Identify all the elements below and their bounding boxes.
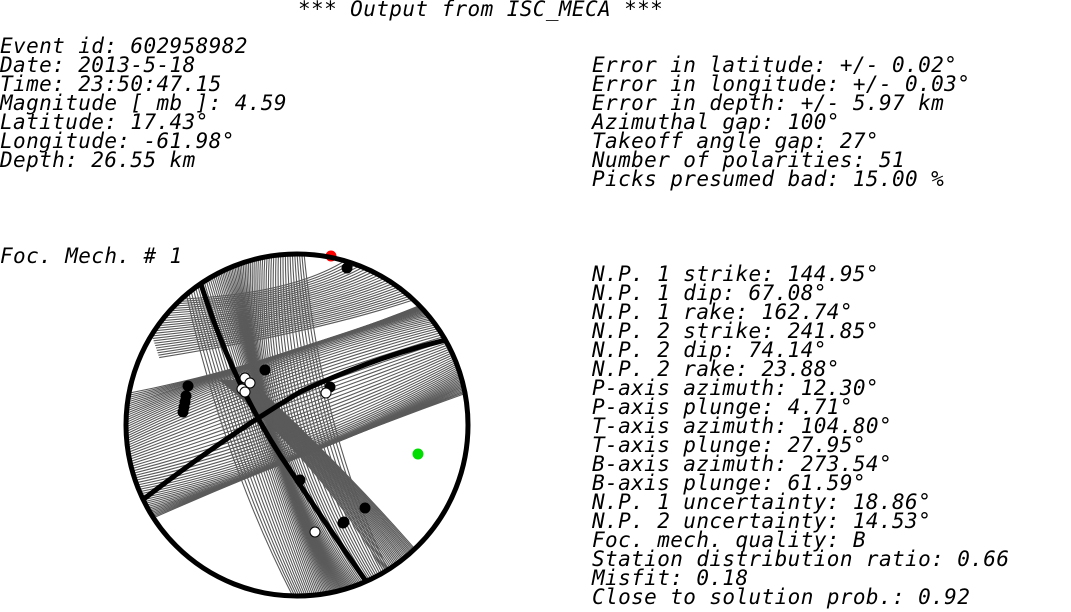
family-nodal-plane: [126, 334, 468, 466]
b-axis-azimuth: B-axis azimuth: 273.54°: [592, 452, 892, 476]
family-nodal-plane: [300, 254, 407, 596]
family-nodal-plane: [126, 319, 468, 447]
azimuthal-gap: Azimuthal gap: 100°: [592, 110, 840, 134]
t-axis-plunge: T-axis plunge: 27.95°: [592, 433, 866, 457]
p-axis-plunge: P-axis plunge: 4.71°: [592, 395, 853, 419]
family-nodal-plane: [257, 254, 372, 596]
np1-strike: N.P. 1 strike: 144.95°: [592, 262, 879, 286]
family-nodal-plane: [259, 254, 374, 596]
event-date: Date: 2013-5-18: [0, 53, 196, 77]
family-nodal-plane: [185, 254, 310, 596]
picks-presumed-bad: Picks presumed bad: 15.00 %: [592, 167, 945, 191]
family-nodal-plane: [204, 254, 327, 596]
focal-mechanism-stereonet: [123, 250, 471, 599]
number-of-polarities: Number of polarities: 51: [592, 148, 906, 172]
np1-rake: N.P. 1 rake: 162.74°: [592, 300, 853, 324]
compression-station: [337, 517, 349, 529]
family-nodal-plane: [295, 254, 404, 596]
page-title: *** Output from ISC_MECA ***: [298, 0, 664, 21]
family-nodal-plane: [196, 254, 319, 596]
family-nodal-plane: [180, 254, 306, 596]
nodal-plane-family: [126, 254, 468, 596]
family-nodal-plane: [289, 254, 398, 596]
family-nodal-plane: [183, 254, 308, 596]
b-axis-plunge: B-axis plunge: 61.59°: [592, 471, 866, 495]
family-nodal-plane: [143, 257, 379, 313]
compression-station: [294, 474, 306, 486]
family-nodal-plane: [126, 314, 468, 440]
event-depth: Depth: 26.55 km: [0, 148, 196, 172]
family-nodal-plane: [126, 316, 468, 443]
t-axis-marker: [412, 448, 424, 460]
family-nodal-plane: [293, 254, 402, 596]
family-nodal-plane: [150, 270, 408, 332]
focal-mechanism-label: Foc. Mech. # 1: [0, 244, 183, 268]
np2-dip: N.P. 2 dip: 74.14°: [592, 338, 827, 362]
family-nodal-plane: [200, 254, 323, 596]
family-nodal-plane: [146, 262, 390, 320]
event-latitude: Latitude: 17.43°: [0, 110, 209, 134]
family-nodal-plane: [287, 254, 396, 596]
family-nodal-plane: [198, 254, 321, 596]
family-nodal-plane: [126, 336, 468, 468]
family-nodal-plane: [147, 263, 393, 323]
family-nodal-plane: [202, 254, 325, 596]
best-nodal-planes: [134, 257, 468, 596]
event-magnitude: Magnitude [ mb ]: 4.59: [0, 91, 287, 115]
family-nodal-plane: [142, 254, 372, 308]
misfit: Misfit: 0.18: [592, 566, 749, 590]
dilatation-station: [320, 387, 332, 399]
event-time: Time: 23:50:47.15: [0, 72, 222, 96]
np1-uncertainty: N.P. 1 uncertainty: 18.86°: [592, 490, 932, 514]
dilatation-station: [239, 386, 251, 398]
np2-uncertainty: N.P. 2 uncertainty: 14.53°: [592, 509, 932, 533]
family-nodal-plane: [151, 273, 415, 337]
family-nodal-plane: [193, 254, 318, 596]
family-nodal-plane: [149, 268, 404, 330]
event-longitude: Longitude: -61.98°: [0, 129, 235, 153]
family-nodal-plane: [126, 317, 468, 445]
event-id: Event id: 602958982: [0, 34, 248, 58]
family-nodal-plane: [145, 260, 386, 318]
t-axis-azimuth: T-axis azimuth: 104.80°: [592, 414, 892, 438]
close-to-solution-prob: Close to solution prob.: 0.92: [592, 585, 971, 609]
family-nodal-plane: [126, 325, 468, 454]
dilatation-station: [244, 377, 256, 389]
station-polarities: [177, 250, 424, 538]
error-latitude: Error in latitude: +/- 0.02°: [592, 53, 958, 77]
compression-station: [182, 380, 194, 392]
error-depth: Error in depth: +/- 5.97 km: [592, 91, 945, 115]
dilatation-station: [309, 526, 321, 538]
family-nodal-plane: [148, 267, 400, 327]
p-axis-azimuth: P-axis azimuth: 12.30°: [592, 376, 879, 400]
np1-dip: N.P. 1 dip: 67.08°: [592, 281, 827, 305]
family-nodal-plane: [126, 332, 468, 464]
compression-station: [259, 364, 271, 376]
nodal-plane-1: [190, 257, 381, 596]
takeoff-angle-gap: Takeoff angle gap: 27°: [592, 129, 879, 153]
family-nodal-plane: [144, 259, 382, 315]
compression-station: [177, 406, 189, 418]
family-nodal-plane: [191, 254, 316, 596]
nodal-plane-2: [134, 332, 468, 507]
stereonet-outline: [123, 251, 471, 599]
family-nodal-plane: [151, 271, 411, 335]
error-longitude: Error in longitude: +/- 0.03°: [592, 72, 971, 96]
family-nodal-plane: [143, 255, 375, 311]
family-nodal-plane: [126, 339, 468, 473]
mechanism-quality: Foc. mech. quality: B: [592, 528, 866, 552]
np2-strike: N.P. 2 strike: 241.85°: [592, 319, 879, 343]
compression-station: [359, 502, 371, 514]
np2-rake: N.P. 2 rake: 23.88°: [592, 357, 840, 381]
family-nodal-plane: [126, 341, 468, 475]
family-nodal-plane: [147, 265, 397, 325]
station-distribution-ratio: Station distribution ratio: 0.66: [592, 547, 1010, 571]
